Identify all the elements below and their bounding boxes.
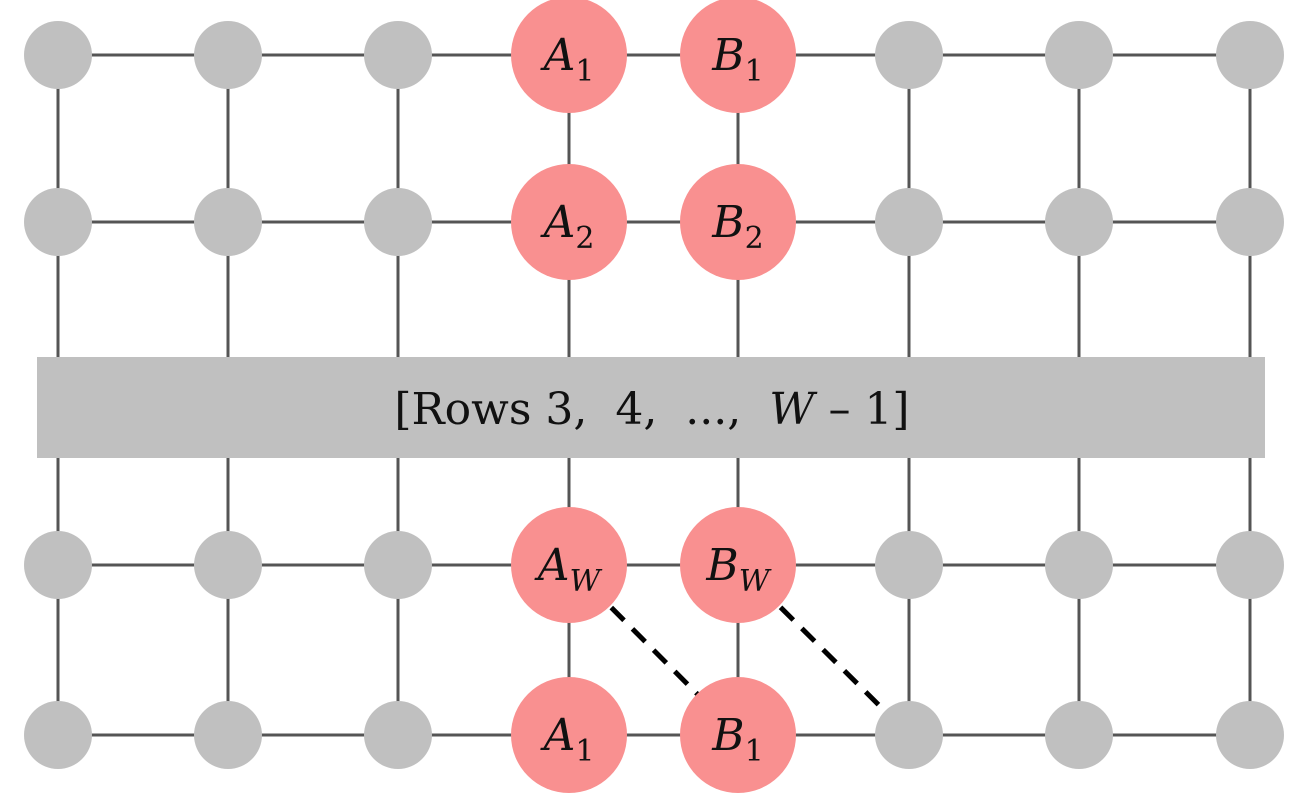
node-plain bbox=[194, 701, 262, 769]
node-label-subscript: 2 bbox=[575, 221, 594, 256]
node-plain bbox=[194, 188, 262, 256]
node-circle bbox=[511, 507, 627, 623]
node-label: BW bbox=[705, 540, 771, 599]
node-label: AW bbox=[534, 540, 603, 599]
rows-band-open: [Rows 3, 4, ..., bbox=[394, 384, 769, 435]
node-label-letter: B bbox=[711, 197, 744, 248]
node-circle bbox=[511, 164, 627, 280]
node-a-w: AW bbox=[511, 507, 627, 623]
node-label-letter: A bbox=[540, 197, 576, 248]
node-plain bbox=[364, 21, 432, 89]
node-plain bbox=[194, 531, 262, 599]
node-plain bbox=[1216, 21, 1284, 89]
node-label: A2 bbox=[540, 197, 595, 256]
node-plain bbox=[364, 531, 432, 599]
node-plain bbox=[194, 21, 262, 89]
node-a-2: A2 bbox=[511, 164, 627, 280]
node-label: B1 bbox=[711, 710, 763, 769]
node-label: A1 bbox=[540, 30, 595, 89]
node-b-1: B1 bbox=[680, 677, 796, 793]
node-plain bbox=[1216, 531, 1284, 599]
node-plain bbox=[875, 21, 943, 89]
node-circle bbox=[680, 0, 796, 113]
node-plain bbox=[24, 188, 92, 256]
rows-band-label: [Rows 3, 4, ..., W – 1] bbox=[394, 384, 909, 435]
node-label-letter: A bbox=[534, 540, 570, 591]
node-a-1: A1 bbox=[511, 0, 627, 113]
node-plain bbox=[1045, 531, 1113, 599]
node-b-w: BW bbox=[680, 507, 796, 623]
rows-band-close: – 1] bbox=[814, 384, 909, 435]
node-label-letter: A bbox=[540, 710, 576, 761]
node-plain bbox=[875, 188, 943, 256]
node-circle bbox=[680, 507, 796, 623]
node-plain bbox=[1045, 701, 1113, 769]
node-circle bbox=[511, 677, 627, 793]
node-label-letter: B bbox=[711, 710, 744, 761]
node-circle bbox=[680, 677, 796, 793]
node-label: B2 bbox=[711, 197, 763, 256]
node-label: A1 bbox=[540, 710, 595, 769]
node-label-subscript: 1 bbox=[745, 54, 764, 89]
node-plain bbox=[1216, 701, 1284, 769]
node-label-subscript: 2 bbox=[745, 221, 764, 256]
node-plain bbox=[364, 701, 432, 769]
node-b-1: B1 bbox=[680, 0, 796, 113]
node-plain bbox=[24, 701, 92, 769]
node-label-letter: B bbox=[711, 30, 744, 81]
node-label-letter: A bbox=[540, 30, 576, 81]
node-plain bbox=[1216, 188, 1284, 256]
node-plain bbox=[24, 531, 92, 599]
node-label: B1 bbox=[711, 30, 763, 89]
node-label-subscript: W bbox=[739, 564, 772, 599]
node-plain bbox=[364, 188, 432, 256]
node-circle bbox=[511, 0, 627, 113]
node-plain bbox=[875, 531, 943, 599]
node-plain bbox=[24, 21, 92, 89]
rows-band-background bbox=[37, 357, 1265, 458]
node-label-letter: B bbox=[705, 540, 738, 591]
node-plain bbox=[875, 701, 943, 769]
node-label-subscript: 1 bbox=[575, 54, 594, 89]
rows-band: [Rows 3, 4, ..., W – 1] bbox=[37, 357, 1265, 458]
node-b-2: B2 bbox=[680, 164, 796, 280]
node-label-subscript: 1 bbox=[575, 734, 594, 769]
node-circle bbox=[680, 164, 796, 280]
node-plain bbox=[1045, 21, 1113, 89]
node-label-subscript: 1 bbox=[745, 734, 764, 769]
node-label-subscript: W bbox=[569, 564, 602, 599]
rows-band-variable: W bbox=[769, 384, 818, 435]
node-a-1: A1 bbox=[511, 677, 627, 793]
node-plain bbox=[1045, 188, 1113, 256]
